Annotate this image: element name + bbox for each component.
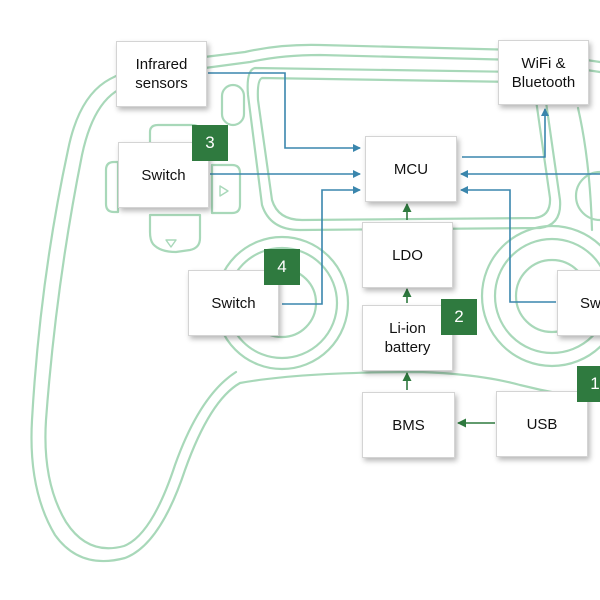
ldo-block: LDO: [362, 222, 453, 288]
badge-switch-left: 3: [192, 125, 228, 161]
dpad-down-outline: [148, 213, 202, 254]
li-ion-battery-block: Li-ion battery: [362, 305, 453, 371]
wire-infrared-to-mcu: [208, 72, 361, 152]
shoulder-button-outline: [220, 83, 246, 127]
switch-right-block: Sw: [557, 270, 600, 336]
usb-block: USB: [496, 391, 588, 457]
dpad-right-arrow: [219, 185, 229, 197]
switch-mid-block: Switch: [188, 270, 279, 336]
right-shoulder-outline: [576, 106, 594, 232]
badge-usb: 1: [577, 366, 600, 402]
face-button-outline: [574, 170, 600, 222]
controller-body-outline: [30, 43, 600, 563]
badge-battery: 2: [441, 299, 477, 335]
mcu-block: MCU: [365, 136, 457, 202]
wifi-bluetooth-block: WiFi & Bluetooth: [498, 40, 589, 105]
badge-switch-mid: 4: [264, 249, 300, 285]
right-stick-middle-ring: [493, 237, 600, 355]
wire-mcu-to-wifi: [462, 108, 549, 158]
wire-switch-right-to-mcu: [460, 186, 556, 303]
wire-switch-mid-to-mcu: [282, 186, 361, 305]
dpad-right-outline: [210, 163, 242, 215]
dpad-down-arrow: [165, 239, 177, 248]
right-stick-outer-ring: [480, 224, 600, 368]
infrared-sensors-block: Infrared sensors: [116, 41, 207, 107]
dpad-left-outline: [104, 160, 120, 214]
bms-block: BMS: [362, 392, 455, 458]
